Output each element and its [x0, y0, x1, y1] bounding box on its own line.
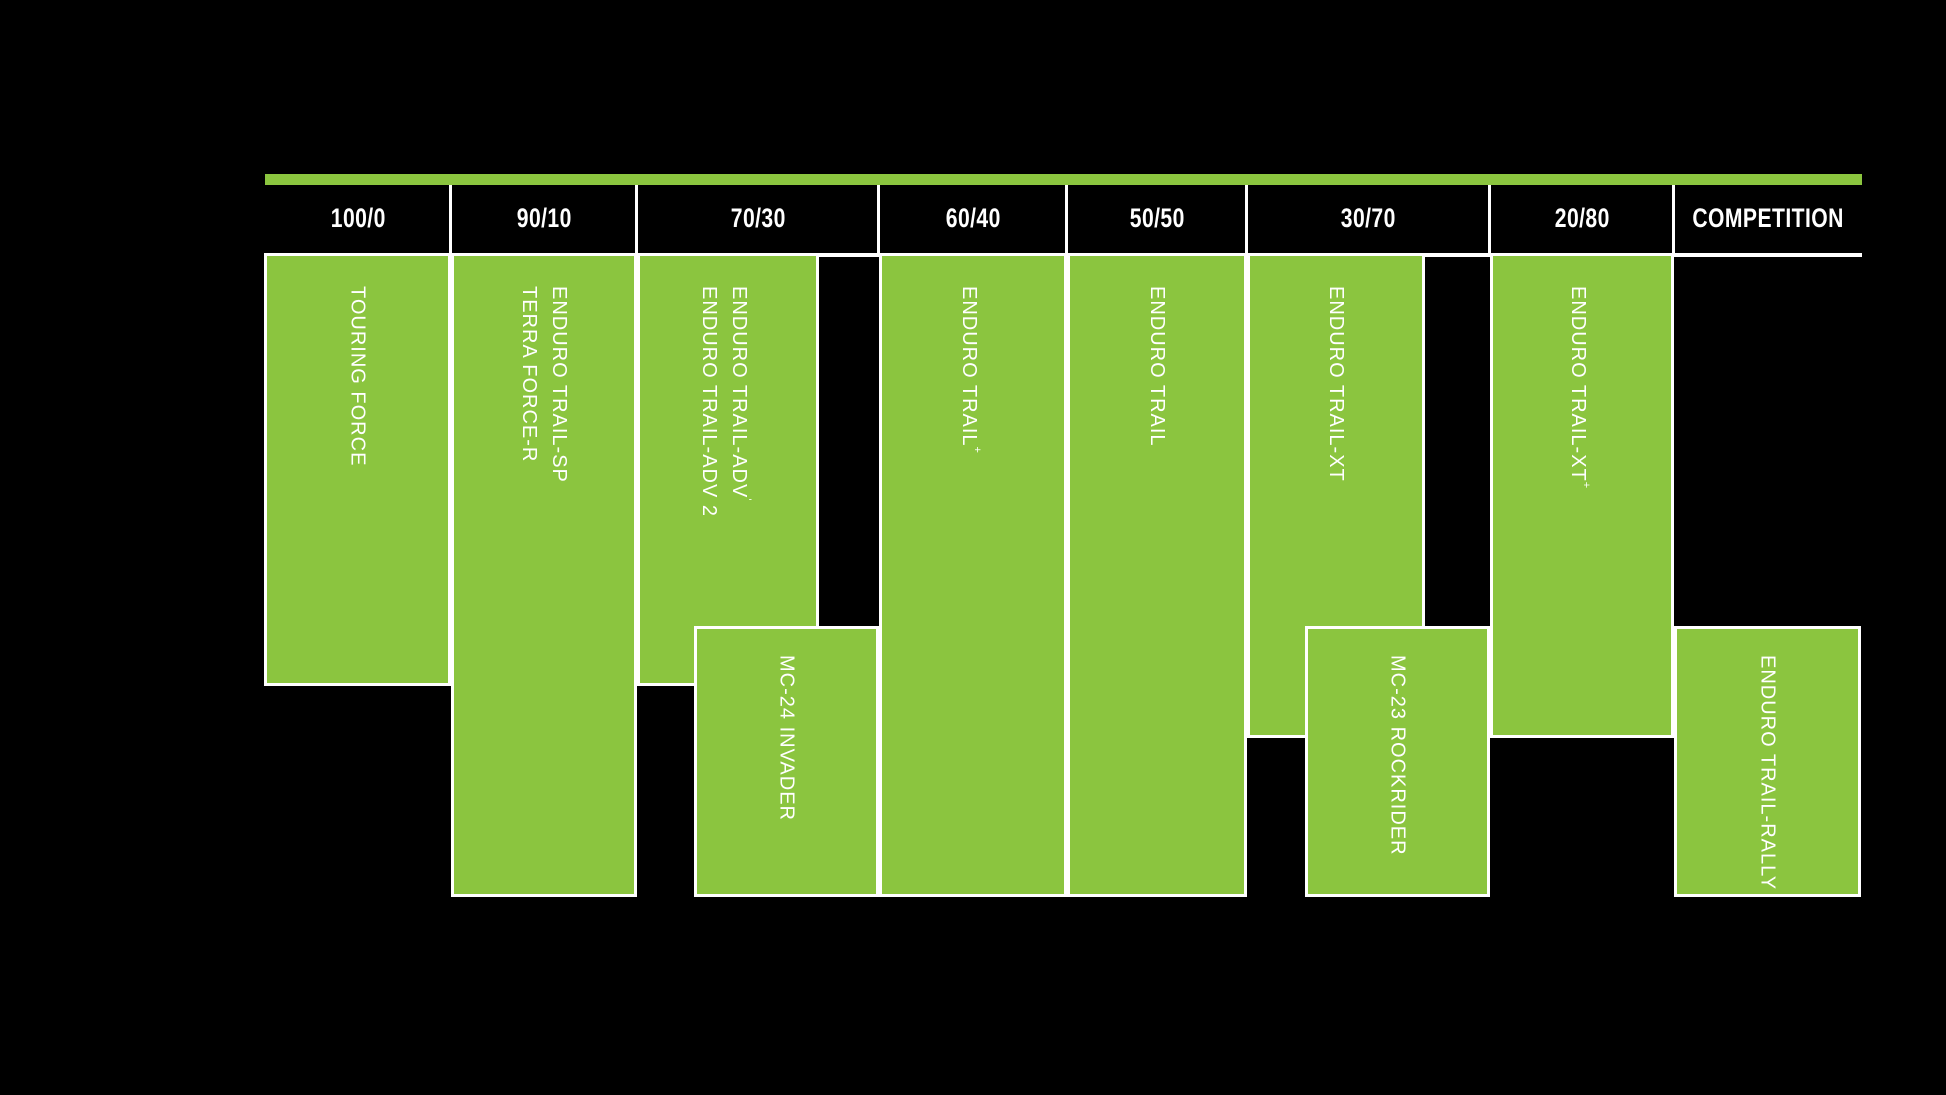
- product-block-mc-24-invader: MC-24 INVADER: [694, 626, 879, 897]
- product-block-enduro-trail: ENDURO TRAIL: [1067, 253, 1247, 897]
- column-header-label: 60/40: [945, 203, 1001, 234]
- column-header-label: 30/70: [1340, 203, 1397, 234]
- column-separator: [877, 185, 880, 257]
- column-header-50-50: 50/50: [1067, 185, 1247, 253]
- column-header-label: 100/0: [330, 203, 386, 234]
- column-separator: [449, 185, 452, 257]
- product-block-terra-force-r-enduro-trail-sp: TERRA FORCE-R ENDURO TRAIL-SP: [451, 253, 637, 897]
- product-label: ENDURO TRAIL-SP: [548, 286, 570, 483]
- product-label: TOURING FORCE: [346, 286, 369, 467]
- product-label: ENDURO TRAIL-RALLY: [1756, 655, 1779, 891]
- product-block-enduro-trail-rally: ENDURO TRAIL-RALLY: [1674, 626, 1861, 897]
- column-separator: [635, 185, 638, 257]
- product-label: MC-24 INVADER: [775, 655, 798, 821]
- column-header-label: 90/10: [516, 203, 572, 234]
- product-block-enduro-trail-adv: ENDURO TRAIL-ADV 2 ENDURO TRAIL-ADV': [637, 253, 819, 686]
- product-label: ENDURO TRAIL-XT+: [1567, 286, 1592, 489]
- column-separator: [1245, 185, 1248, 257]
- column-header-70-30: 70/30: [637, 185, 879, 253]
- product-label: ENDURO TRAIL-ADV': [728, 286, 753, 501]
- product-label: TERRA FORCE-R: [518, 286, 540, 463]
- product-label: MC-23 ROCKRIDER: [1386, 655, 1409, 856]
- product-block-enduro-trail-plus: ENDURO TRAIL+: [879, 253, 1067, 897]
- column-header-label: 20/80: [1554, 203, 1610, 234]
- column-header-label: 70/30: [730, 203, 786, 234]
- column-header-competition: COMPETITION: [1674, 185, 1862, 253]
- column-separator: [1488, 185, 1491, 257]
- superscript-plus: +: [1579, 481, 1592, 489]
- column-header-label: 50/50: [1129, 203, 1185, 234]
- product-label: ENDURO TRAIL+: [958, 286, 983, 453]
- footnote-mark: ': [740, 498, 753, 501]
- column-separator: [1672, 185, 1675, 257]
- superscript-plus: +: [970, 446, 983, 453]
- accent-bar: [265, 174, 1862, 185]
- product-block-mc-23-rockrider: MC-23 ROCKRIDER: [1305, 626, 1490, 897]
- column-separator: [1065, 185, 1068, 257]
- product-block-touring-force: TOURING FORCE: [264, 253, 451, 686]
- column-header-30-70: 30/70: [1247, 185, 1490, 253]
- column-header-90-10: 90/10: [451, 185, 637, 253]
- product-label: ENDURO TRAIL: [1146, 286, 1168, 447]
- column-header-label: COMPETITION: [1692, 203, 1844, 234]
- column-header-20-80: 20/80: [1490, 185, 1674, 253]
- column-header-100-0: 100/0: [265, 185, 451, 253]
- product-block-enduro-trail-xt-plus: ENDURO TRAIL-XT+: [1490, 253, 1674, 738]
- product-label: ENDURO TRAIL-ADV 2: [698, 286, 721, 518]
- product-label: ENDURO TRAIL-XT: [1325, 286, 1347, 482]
- column-header-60-40: 60/40: [879, 185, 1067, 253]
